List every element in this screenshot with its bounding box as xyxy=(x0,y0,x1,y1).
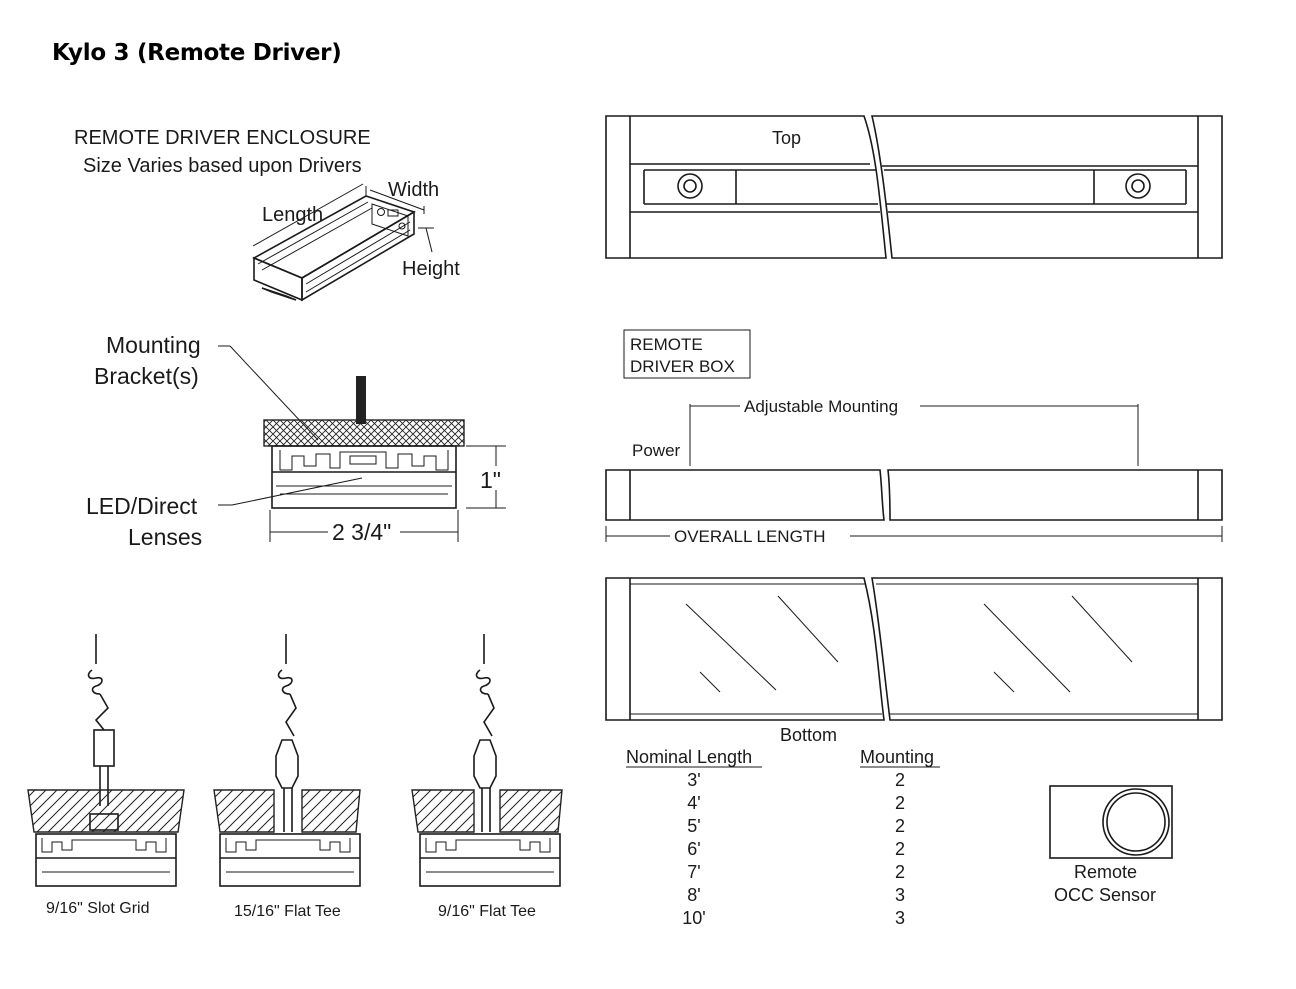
top-view-drawing: Top xyxy=(605,115,1223,259)
overall-length-label: OVERALL LENGTH xyxy=(674,527,825,546)
bottom-view-drawing: Bottom xyxy=(605,577,1223,745)
mount-point-icon-left xyxy=(677,173,703,199)
adjustable-mounting-label: Adjustable Mounting xyxy=(744,397,898,416)
table-header-length: Nominal Length xyxy=(626,747,752,767)
table-cell-length: 7' xyxy=(687,862,700,882)
width-label: Width xyxy=(388,179,439,201)
power-label: Power xyxy=(632,441,681,460)
fixture-cross-section: Mounting Bracket(s) LED/Direct Lenses xyxy=(86,332,506,550)
grid-label-slot: 9/16" Slot Grid xyxy=(46,900,150,917)
mounting-table: Nominal Length Mounting 3' 2 4' 2 5' 2 6… xyxy=(626,747,940,928)
table-cell-length: 3' xyxy=(687,770,700,790)
side-view-drawing: REMOTE DRIVER BOX Adjustable Mounting Po… xyxy=(605,329,1223,546)
occupancy-sensor-drawing: Remote OCC Sensor xyxy=(1049,785,1173,905)
grid-label-flat-tee-large: 15/16" Flat Tee xyxy=(234,903,341,920)
table-header-mounting: Mounting xyxy=(860,747,934,767)
driver-box-line-2: DRIVER BOX xyxy=(630,357,735,376)
grid-label-flat-tee-small: 9/16" Flat Tee xyxy=(438,903,536,920)
table-cell-mounting: 2 xyxy=(895,793,905,813)
led-lens-label-2: Lenses xyxy=(128,524,202,550)
enclosure-heading: REMOTE DRIVER ENCLOSURE xyxy=(74,127,371,149)
mounting-bracket-label-1: Mounting xyxy=(106,332,201,358)
table-cell-mounting: 2 xyxy=(895,770,905,790)
mounting-bracket-label-2: Bracket(s) xyxy=(94,363,199,389)
table-cell-mounting: 3 xyxy=(895,908,905,928)
table-cell-length: 10' xyxy=(682,908,705,928)
driver-enclosure-drawing: REMOTE DRIVER ENCLOSURE Size Varies base… xyxy=(74,127,460,302)
table-cell-length: 6' xyxy=(687,839,700,859)
table-cell-mounting: 2 xyxy=(895,862,905,882)
page-title: Kylo 3 (Remote Driver) xyxy=(52,40,342,66)
grid-detail-flat-tee-15-16: 15/16" Flat Tee xyxy=(213,634,361,920)
grid-detail-flat-tee-9-16: 9/16" Flat Tee xyxy=(411,634,563,920)
height-dimension: 1" xyxy=(480,467,501,493)
table-cell-mounting: 2 xyxy=(895,816,905,836)
table-cell-length: 5' xyxy=(687,816,700,836)
sensor-label-2: OCC Sensor xyxy=(1054,885,1156,905)
length-label: Length xyxy=(262,204,323,226)
table-cell-mounting: 2 xyxy=(895,839,905,859)
sensor-icon xyxy=(1102,788,1170,856)
height-label: Height xyxy=(402,258,460,280)
led-lens-label-1: LED/Direct xyxy=(86,493,198,519)
bottom-view-label: Bottom xyxy=(780,725,837,745)
table-cell-length: 8' xyxy=(687,885,700,905)
table-cell-mounting: 3 xyxy=(895,885,905,905)
width-dimension: 2 3/4" xyxy=(332,519,391,545)
top-view-label: Top xyxy=(772,128,801,148)
grid-detail-slot-grid: 9/16" Slot Grid xyxy=(27,634,185,917)
mount-point-icon-right xyxy=(1125,173,1151,199)
driver-box-line-1: REMOTE xyxy=(630,335,703,354)
sensor-label-1: Remote xyxy=(1074,862,1137,882)
enclosure-subheading: Size Varies based upon Drivers xyxy=(83,155,362,177)
table-cell-length: 4' xyxy=(687,793,700,813)
